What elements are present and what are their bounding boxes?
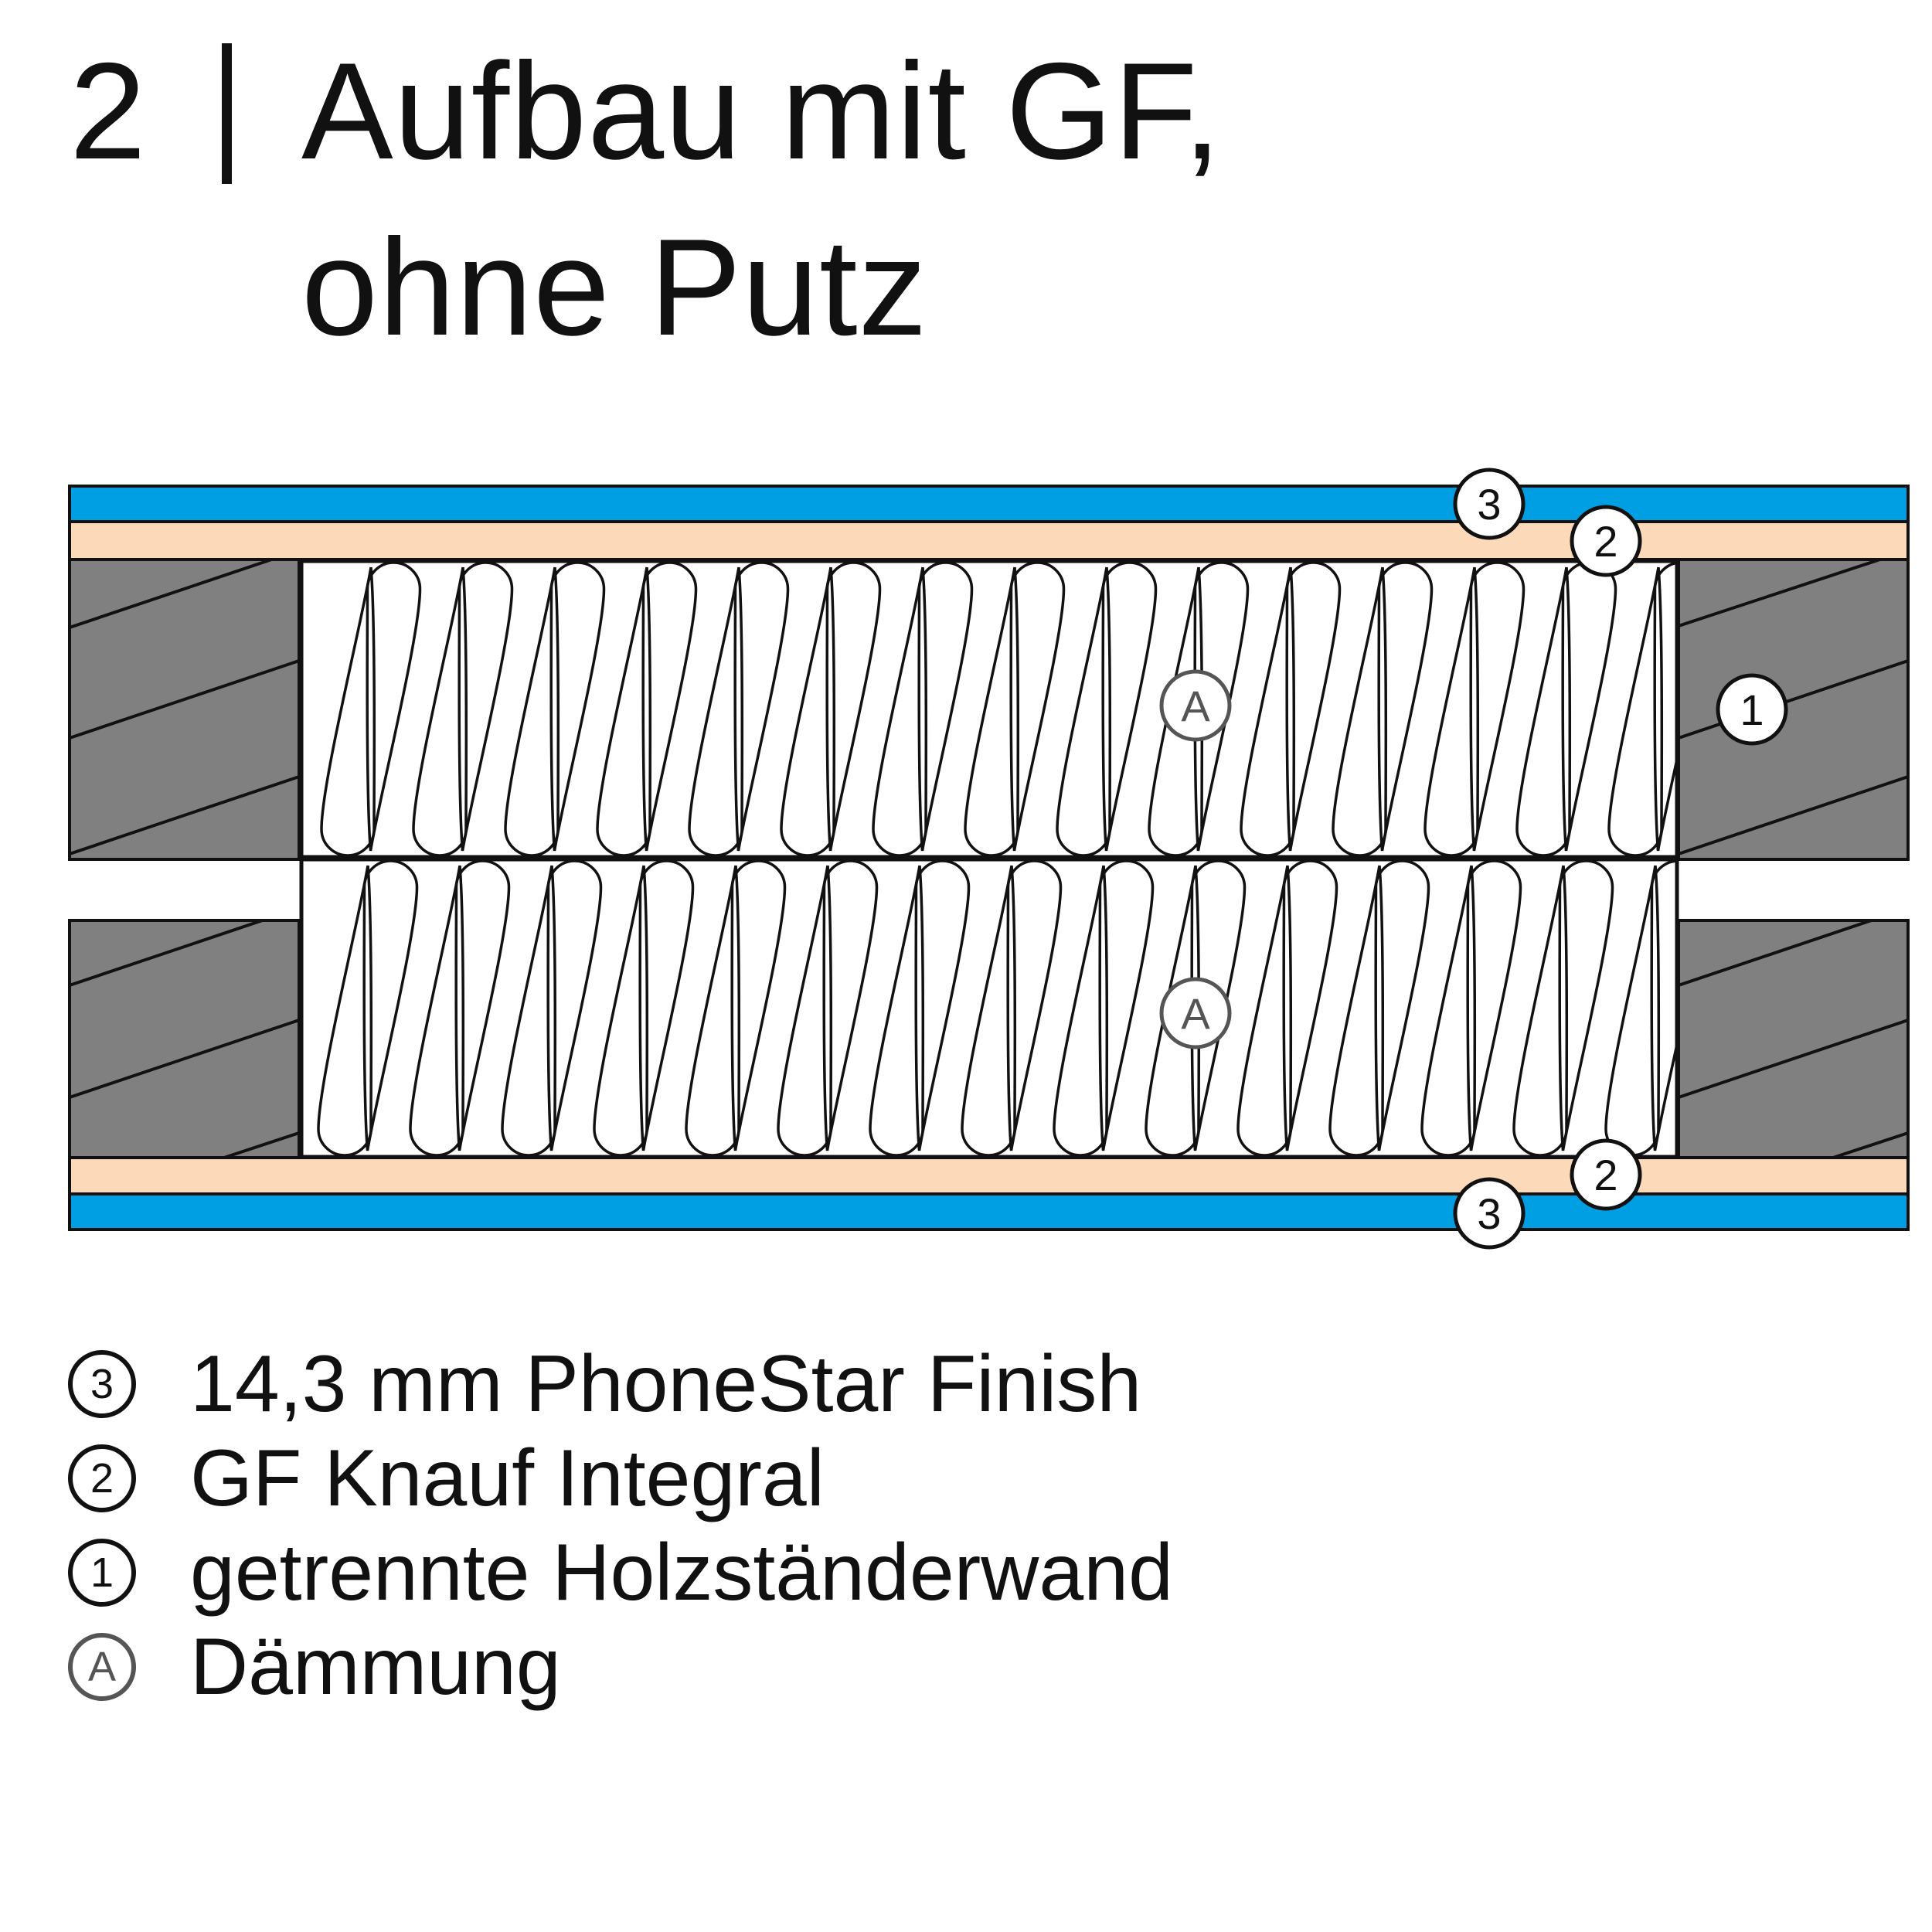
marker-wall: 1: [1716, 673, 1788, 746]
title-text-1: Aufbau mit GF,: [301, 34, 1223, 188]
stud-top-right: [1679, 560, 1908, 859]
marker-gf-top: 2: [1570, 505, 1642, 577]
stud-bottom-right: [1679, 920, 1908, 1158]
svg-text:2: 2: [1594, 1151, 1617, 1199]
insulation-loop: [1374, 859, 1430, 1151]
title-line-1: 2 Aufbau mit GF,: [70, 23, 1222, 199]
legend-marker-3: 3: [68, 1350, 136, 1418]
insulation-loop: [917, 561, 974, 852]
svg-text:1: 1: [1740, 685, 1764, 734]
insulation-loop: [733, 561, 790, 852]
insulation-loop: [549, 561, 606, 852]
legend-item-insulation: A Dämmung: [68, 1620, 1173, 1714]
marker-finish-top: 3: [1453, 468, 1526, 540]
legend-item-gf: 2 GF Knauf Integral: [68, 1431, 1173, 1526]
insulation-loop: [730, 859, 787, 1151]
title-separator: [222, 43, 232, 184]
insulation-loop: [638, 859, 695, 1151]
insulation-loop: [1282, 859, 1338, 1151]
marker-gf-bottom: 2: [1570, 1138, 1642, 1211]
legend-label-finish: 14,3 mm PhoneStar Finish: [190, 1339, 1142, 1429]
stud-bottom-left: [70, 920, 299, 1158]
insulation-loop: [1101, 561, 1158, 852]
insulation-loop: [457, 561, 514, 852]
legend-marker-1: 1: [68, 1539, 136, 1607]
legend-label-insulation: Dämmung: [190, 1622, 561, 1712]
legend-label-wall: getrennte Holzständerwand: [190, 1528, 1173, 1617]
marker-insulation-bottom: A: [1159, 977, 1232, 1049]
insulation-loop: [366, 561, 422, 852]
insulation-loop: [1653, 561, 1677, 852]
stud-top-left: [70, 560, 299, 859]
insulation-loop: [546, 859, 603, 1151]
insulation-loop: [1650, 859, 1677, 1151]
legend-item-wall: 1 getrennte Holzständerwand: [68, 1526, 1173, 1620]
marker-insulation-top: A: [1159, 669, 1232, 742]
insulation-top: [299, 559, 1679, 859]
insulation-loop: [1009, 561, 1066, 852]
insulation-bottom: [299, 857, 1679, 1159]
insulation-loop: [1006, 859, 1063, 1151]
finish-board-top: [68, 485, 1910, 523]
insulation-loop: [641, 561, 698, 852]
svg-text:A: A: [1181, 989, 1210, 1038]
insulation-loop: [1285, 561, 1342, 852]
finish-board-bottom: [68, 1192, 1910, 1231]
page-title: 2 Aufbau mit GF, ohne Putz: [70, 23, 1222, 376]
insulation-loop: [1377, 561, 1434, 852]
title-line-2: ohne Putz: [301, 210, 928, 364]
insulation-loop: [1466, 859, 1522, 1151]
legend: 3 14,3 mm PhoneStar Finish 2 GF Knauf In…: [68, 1337, 1173, 1714]
insulation-loop: [914, 859, 971, 1151]
insulation-loop: [822, 859, 879, 1151]
legend-marker-2: 2: [68, 1444, 136, 1512]
marker-finish-bottom: 3: [1453, 1177, 1526, 1250]
svg-text:2: 2: [1594, 517, 1617, 566]
insulation-loop: [362, 859, 419, 1151]
svg-text:3: 3: [1477, 1189, 1501, 1238]
legend-marker-a: A: [68, 1633, 136, 1701]
svg-text:3: 3: [1477, 480, 1501, 529]
svg-text:A: A: [1181, 682, 1210, 730]
insulation-loop: [1469, 561, 1526, 852]
insulation-loop: [1098, 859, 1155, 1151]
insulation-loop: [825, 561, 882, 852]
title-number: 2: [70, 34, 147, 188]
insulation-loop: [1558, 859, 1614, 1151]
legend-label-gf: GF Knauf Integral: [190, 1434, 825, 1523]
insulation-loop: [454, 859, 511, 1151]
legend-item-finish: 3 14,3 mm PhoneStar Finish: [68, 1337, 1173, 1431]
